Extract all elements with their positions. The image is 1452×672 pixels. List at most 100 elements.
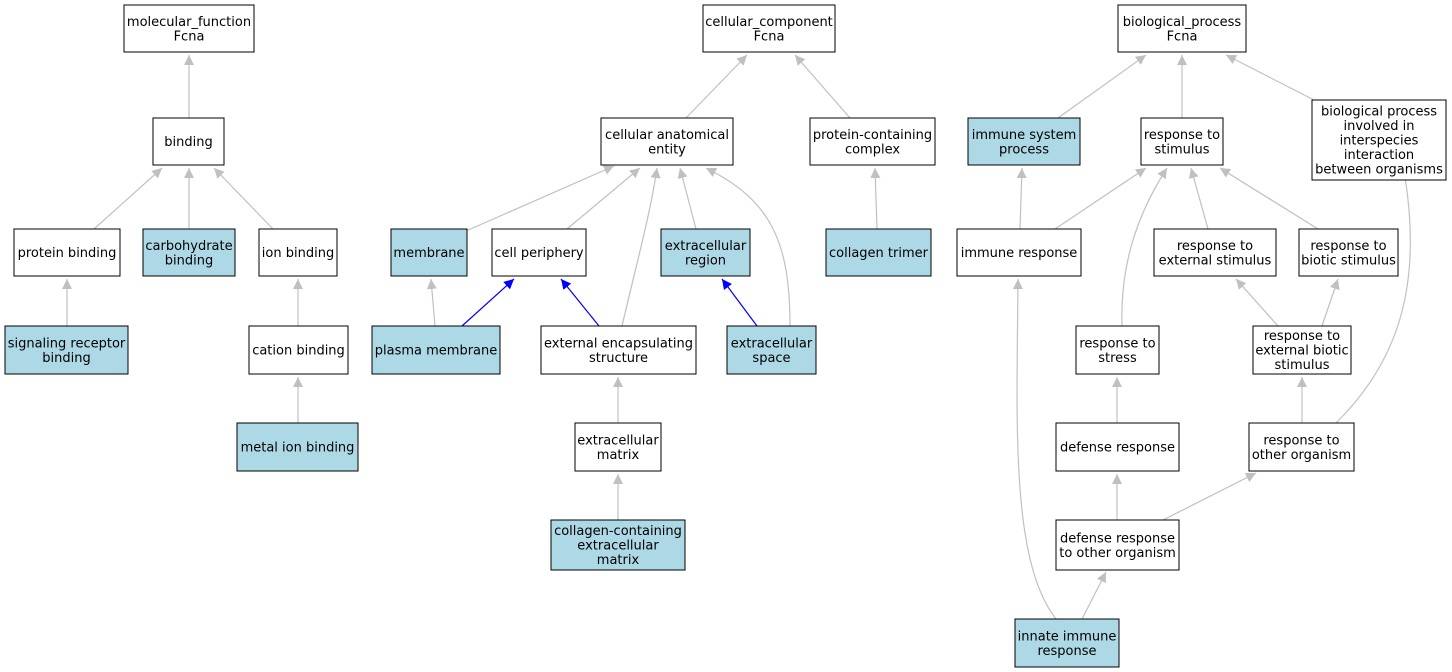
node-label: matrix (597, 448, 640, 463)
node-label: to other organism (1059, 546, 1176, 561)
node-metal-ion: metal ion binding (236, 422, 359, 472)
node-label: signaling receptor (8, 336, 126, 351)
node-label: biological_process (1123, 15, 1242, 30)
edge-ecr-to-cae (677, 167, 697, 230)
node-label: binding (164, 135, 212, 150)
node-label: stimulus (1154, 142, 1209, 157)
node-box (152, 117, 225, 166)
node-label: extracellular (665, 239, 747, 254)
node-label: Fcna (1167, 29, 1198, 44)
node-box (726, 325, 817, 375)
node-box (1248, 422, 1355, 472)
node-cation-binding: cation binding (248, 325, 349, 375)
node-label: space (752, 351, 790, 366)
node-label: response to (1310, 239, 1386, 254)
node-box (1014, 618, 1120, 668)
node-label: interspecies (1340, 134, 1419, 149)
node-label: involved in (1343, 119, 1414, 134)
node-label: ion binding (262, 246, 334, 261)
edge-cell_periphery-to-cae (566, 167, 641, 230)
node-box (660, 228, 751, 277)
node-label: entity (648, 142, 686, 157)
node-label: protein binding (18, 246, 117, 261)
node-box (1117, 4, 1247, 53)
edge-isp-to-bp (1057, 54, 1147, 119)
node-box (123, 4, 255, 53)
edge-immune_response-to-isp (1016, 167, 1027, 230)
node-label: response to (1177, 239, 1253, 254)
node-box (1055, 519, 1180, 571)
edge-ion_binding-to-binding (213, 167, 274, 230)
node-label: molecular_function (127, 15, 251, 30)
node-label: cellular_component (705, 15, 833, 30)
node-ion-binding: ion binding (258, 228, 338, 277)
node-label: immune system (972, 128, 1077, 143)
node-label: carbohydrate (145, 239, 232, 254)
node-label: metal ion binding (241, 441, 355, 456)
node-label: process (999, 142, 1049, 157)
node-box (550, 519, 686, 571)
edge-rtebs-to-rtes (1235, 278, 1279, 327)
edge-rtebs-to-rtbs (1321, 278, 1340, 327)
node-box (248, 325, 349, 375)
node-box (1298, 228, 1399, 277)
node-box (1055, 422, 1180, 472)
node-box (540, 325, 697, 375)
node-box (13, 228, 121, 277)
node-box (371, 325, 501, 375)
edge-cae-to-cc (685, 54, 748, 119)
edge-ees-to-cae (621, 167, 661, 327)
node-label: external stimulus (1159, 253, 1272, 268)
node-box (390, 228, 468, 277)
node-label: defense response (1060, 441, 1175, 456)
edge-rtst-to-rts (1121, 167, 1168, 327)
edge-plasma_membrane-to-cell_periphery (461, 278, 515, 327)
node-label: Fcna (754, 29, 785, 44)
node-label: interaction (1344, 148, 1414, 163)
node-label: response to (1263, 433, 1339, 448)
node-label: between organisms (1315, 163, 1443, 178)
node-box (1075, 325, 1160, 375)
node-protein-binding: protein binding (13, 228, 121, 277)
node-label: region (685, 253, 726, 268)
node-box (956, 228, 1082, 277)
edge-immune_response-to-rts (1054, 167, 1147, 230)
node-label: biotic stimulus (1301, 253, 1396, 268)
edge-membrane-to-cae (465, 165, 615, 232)
node-box (1311, 99, 1447, 181)
edge-iir-to-immune_response (1012, 278, 1057, 620)
node-box (825, 228, 932, 277)
edge-plasma_membrane-to-membrane (426, 278, 437, 327)
edge-pcc-to-cc (794, 54, 851, 119)
node-defense-response: defense response (1055, 422, 1180, 472)
node-box (491, 228, 587, 277)
node-binding: binding (152, 117, 225, 166)
node-box (142, 228, 236, 277)
node-label: response to (1264, 329, 1340, 344)
edge-rtbs-to-rts (1219, 167, 1319, 230)
node-label: response to (1079, 336, 1155, 351)
node-label: cell periphery (494, 246, 584, 261)
node-label: extracellular (577, 539, 659, 554)
node-label: plasma membrane (375, 344, 498, 359)
edge-ecs-to-cae (705, 167, 791, 327)
node-label: extracellular (577, 433, 659, 448)
node-label: innate immune (1018, 629, 1117, 644)
node-label: Fcna (174, 29, 205, 44)
edges-layer (62, 54, 1411, 620)
node-label: biological process (1321, 105, 1437, 120)
node-box (967, 117, 1081, 166)
node-label: membrane (393, 246, 464, 261)
